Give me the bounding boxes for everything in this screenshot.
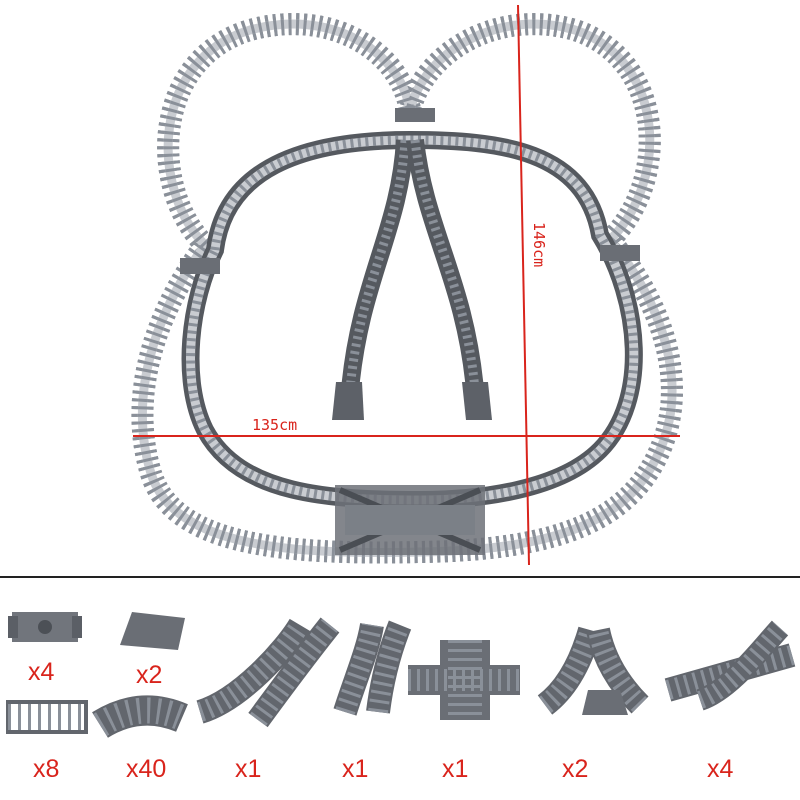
width-label: 135cm (252, 416, 297, 434)
ramp-right (462, 382, 492, 420)
buffer-stop-left (180, 258, 220, 274)
qty-left-switch: x1 (235, 755, 261, 783)
qty-right-switch: x1 (342, 755, 368, 783)
measurement-lines: 135cm 146cm (133, 4, 680, 566)
right-switch-part: x1 (333, 620, 412, 783)
crossing-part: x1 (408, 640, 520, 783)
center-spur-track (341, 139, 484, 391)
bottom-crossing (335, 485, 485, 555)
buffer-stop-right (600, 245, 640, 261)
y-switch-part: x2 (537, 626, 649, 783)
parts-list: x4 x2 x8 x40 x1 (6, 612, 796, 783)
straight-track-part: x8 (6, 700, 88, 783)
buffer-stop-top (395, 108, 435, 122)
qty-curved-track: x40 (126, 755, 166, 783)
qty-y-switch: x2 (562, 755, 588, 783)
height-measure-line (517, 4, 530, 566)
qty-straight-track: x8 (33, 755, 59, 783)
ramp-part: x2 (120, 612, 185, 689)
inner-loop-track (181, 130, 643, 510)
left-switch-part: x1 (195, 617, 340, 783)
track-layout (142, 24, 672, 555)
qty-ramp: x2 (136, 661, 162, 689)
height-label: 146cm (530, 222, 548, 267)
ramp-left (332, 382, 364, 420)
buffer-stop-part: x4 (8, 612, 82, 686)
qty-flex-switch: x4 (707, 755, 734, 783)
qty-buffer-stop: x4 (28, 658, 55, 686)
flex-switch-part: x4 (664, 620, 796, 783)
qty-crossing: x1 (442, 755, 468, 783)
curved-track-part: x40 (92, 695, 188, 783)
outer-loop-track (142, 24, 672, 552)
